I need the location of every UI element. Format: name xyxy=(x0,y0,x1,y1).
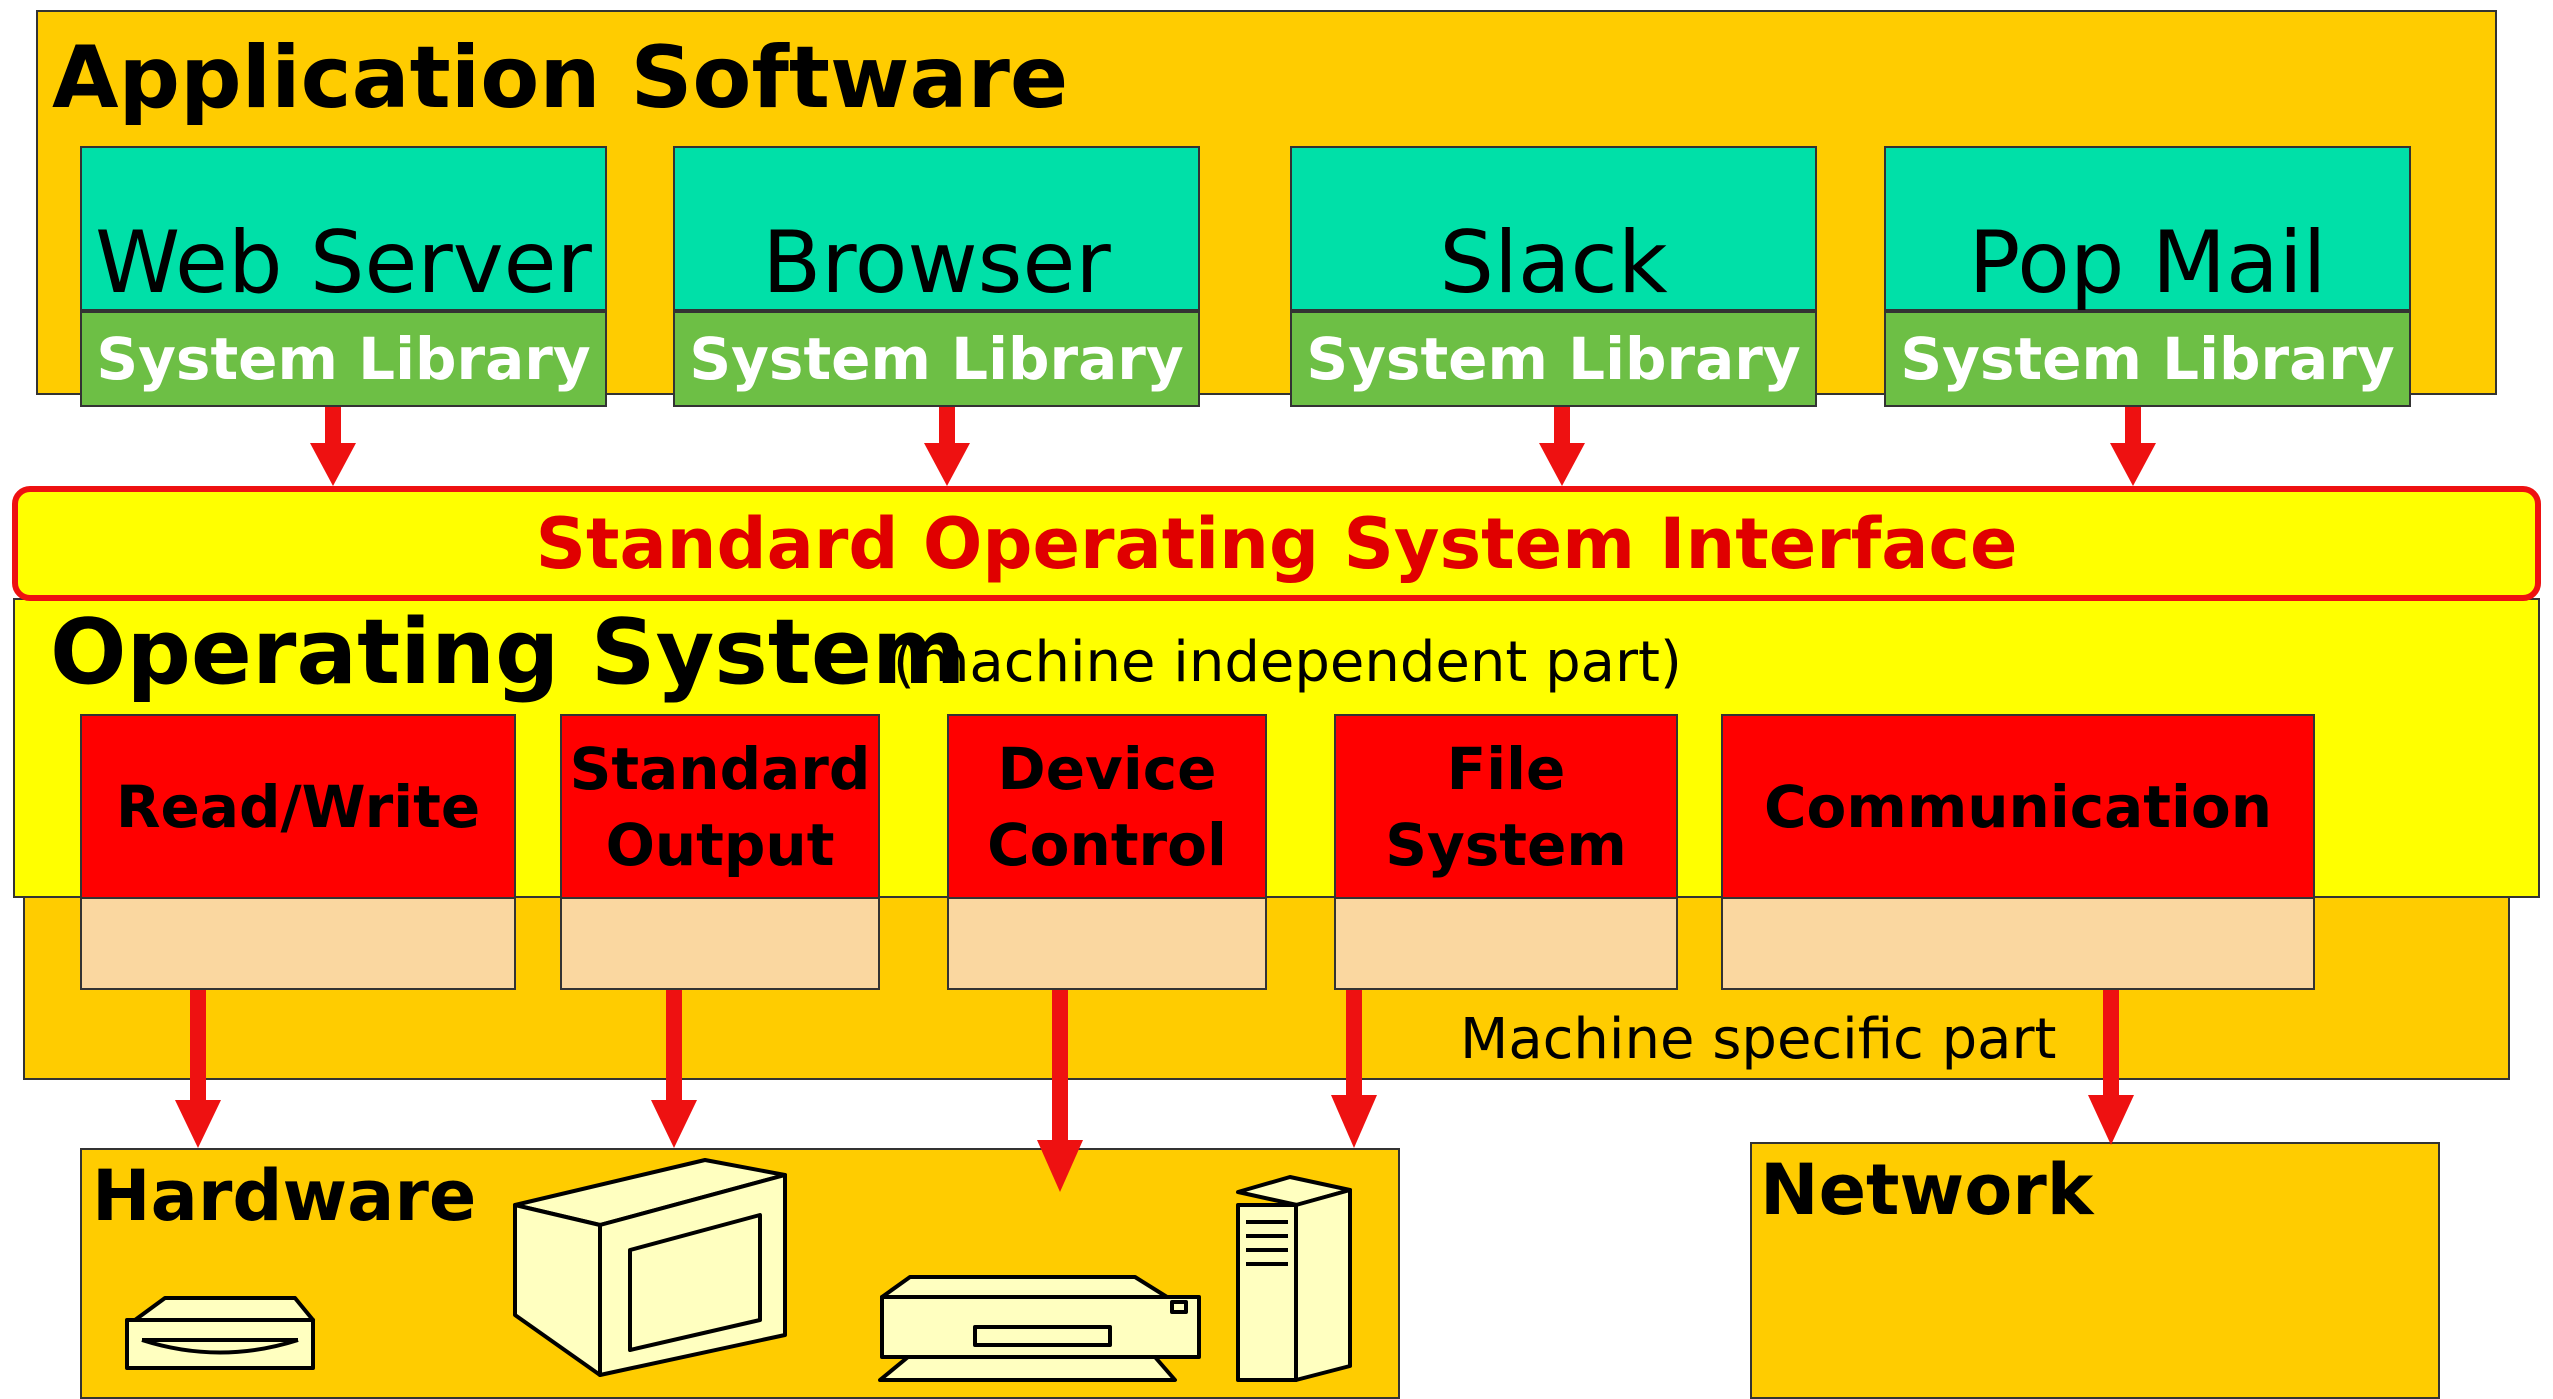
module-standard-output-machine-part xyxy=(560,897,880,990)
standard-os-interface: Standard Operating System Interface xyxy=(12,486,2541,601)
module-standard-output-line2: Output xyxy=(605,810,835,879)
module-read-write-machine-part xyxy=(80,897,516,990)
hardware-title: Hardware xyxy=(92,1155,477,1237)
app-web-server-label: Web Server xyxy=(95,213,592,313)
app-pop-mail[interactable] xyxy=(1884,146,2411,311)
machine-specific-label: Machine specific part xyxy=(1460,1007,2057,1072)
application-software-title: Application Software xyxy=(52,28,1069,128)
module-file-system-line2: System xyxy=(1385,810,1627,879)
module-standard-output-line1: Standard xyxy=(569,734,871,803)
slack-system-library: System Library xyxy=(1290,311,1817,407)
module-communication-line1: Communication xyxy=(1763,772,2272,841)
app-browser[interactable] xyxy=(673,146,1200,311)
browser-system-library: System Library xyxy=(673,311,1200,407)
arrow-slack-to-interface xyxy=(1539,407,1585,486)
app-web-server[interactable] xyxy=(80,146,607,311)
operating-system-title: Operating System xyxy=(50,600,966,705)
module-device-control-line2: Control xyxy=(987,810,1227,879)
module-file-system[interactable]: File System xyxy=(1334,714,1678,899)
module-device-control[interactable]: Device Control xyxy=(947,714,1267,899)
module-communication[interactable]: Communication xyxy=(1721,714,2315,899)
network-title: Network xyxy=(1760,1149,2094,1231)
web-server-system-library: System Library xyxy=(80,311,607,407)
module-device-control-line1: Device xyxy=(997,734,1217,803)
arrow-pop-mail-to-interface xyxy=(2110,407,2156,486)
module-read-write[interactable]: Read/Write xyxy=(80,714,516,899)
app-slack[interactable] xyxy=(1290,146,1817,311)
module-read-write-line1: Read/Write xyxy=(115,772,481,841)
app-pop-mail-label: Pop Mail xyxy=(1968,213,2327,313)
module-communication-machine-part xyxy=(1721,897,2315,990)
module-standard-output[interactable]: Standard Output xyxy=(560,714,880,899)
module-file-system-machine-part xyxy=(1334,897,1678,990)
module-file-system-line1: File xyxy=(1446,734,1566,803)
arrow-browser-to-interface xyxy=(924,407,970,486)
app-browser-label: Browser xyxy=(762,213,1111,313)
arrow-web-server-to-interface xyxy=(310,407,356,486)
operating-system-subtitle: (machine independent part) xyxy=(893,630,1682,695)
pop-mail-system-library: System Library xyxy=(1884,311,2411,407)
module-device-control-machine-part xyxy=(947,897,1267,990)
app-slack-label: Slack xyxy=(1439,213,1668,313)
